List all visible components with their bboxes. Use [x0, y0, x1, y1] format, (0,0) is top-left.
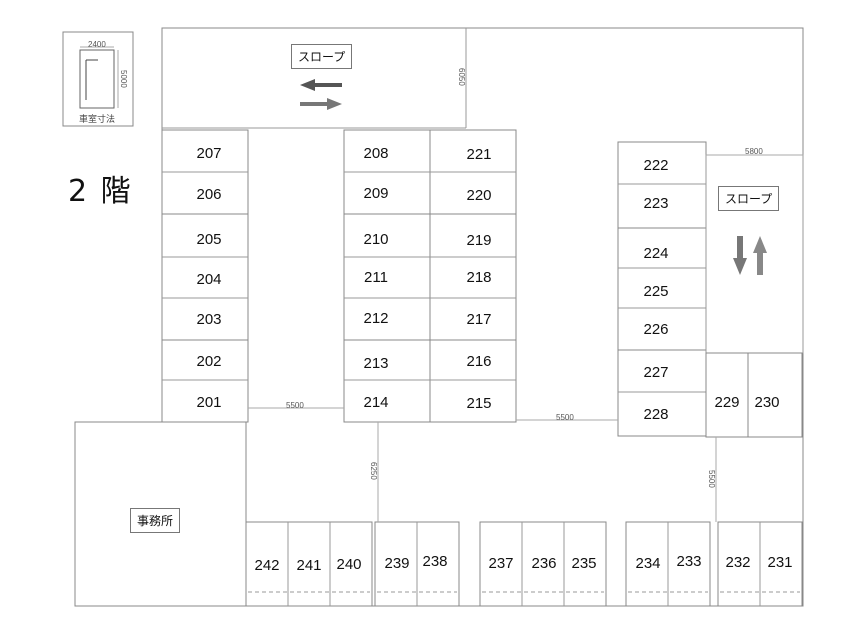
- dim-aisle-mid: 5500: [556, 413, 574, 422]
- slot-220: 220: [466, 187, 492, 204]
- dim-aisle-right-vertical: 5500: [707, 470, 716, 488]
- arrow-down-icon: [733, 236, 747, 275]
- slot-201: 201: [196, 394, 222, 411]
- slot-218: 218: [466, 269, 492, 286]
- office-area: [74, 421, 247, 607]
- slot-210: 210: [363, 231, 389, 248]
- slot-235: 235: [571, 555, 597, 572]
- slot-231: 231: [767, 554, 793, 571]
- slot-237: 237: [488, 555, 514, 572]
- slot-225: 225: [643, 283, 669, 300]
- arrow-up-icon: [753, 236, 767, 275]
- slot-203: 203: [196, 311, 222, 328]
- dim-top-gap: 6050: [457, 68, 466, 86]
- legend-frame: [62, 31, 134, 127]
- dim-aisle-vertical: 6250: [369, 462, 378, 480]
- slot-208: 208: [363, 145, 389, 162]
- slot-236: 236: [531, 555, 557, 572]
- slot-223: 223: [643, 195, 669, 212]
- floor-title: 2 階: [68, 174, 133, 209]
- arrow-right-icon: [300, 98, 342, 110]
- slot-239: 239: [384, 555, 410, 572]
- slope-label-top: スロープ: [291, 44, 353, 69]
- slot-228: 228: [643, 406, 669, 423]
- slot-213: 213: [363, 355, 389, 372]
- slot-229: 229: [714, 394, 740, 411]
- slot-241: 241: [296, 557, 322, 574]
- slot-242: 242: [254, 557, 280, 574]
- legend-caption: 車室寸法: [79, 114, 116, 124]
- slot-205: 205: [196, 231, 222, 248]
- slot-211: 211: [364, 269, 388, 286]
- slot-206: 206: [196, 186, 222, 203]
- slot-234: 234: [635, 555, 661, 572]
- slot-215: 215: [466, 395, 492, 412]
- slot-240: 240: [336, 556, 362, 573]
- slot-230: 230: [754, 394, 780, 411]
- slot-224: 224: [643, 245, 669, 262]
- slot-212: 212: [363, 310, 389, 327]
- slot-227: 227: [643, 364, 669, 381]
- dim-right-top: 5800: [745, 147, 763, 156]
- slot-202: 202: [196, 353, 222, 370]
- slot-232: 232: [725, 554, 751, 571]
- slot-222: 222: [643, 157, 669, 174]
- legend-width-dim: 2400: [88, 40, 106, 49]
- arrow-left-icon: [300, 79, 342, 91]
- legend-car-slot: [79, 49, 115, 109]
- slot-233: 233: [676, 553, 702, 570]
- slot-216: 216: [466, 353, 492, 370]
- slot-207: 207: [196, 145, 222, 162]
- slot-226: 226: [643, 321, 669, 338]
- slope-label-right: スロープ: [718, 186, 780, 211]
- slot-238: 238: [422, 553, 448, 570]
- slot-219: 219: [466, 232, 492, 249]
- slot-217: 217: [466, 311, 492, 328]
- slot-221: 221: [466, 146, 492, 163]
- slot-209: 209: [363, 185, 389, 202]
- slot-214: 214: [363, 394, 389, 411]
- office-label: 事務所: [130, 508, 181, 533]
- slot-204: 204: [196, 271, 222, 288]
- legend-length-dim: 5000: [119, 70, 128, 88]
- dim-aisle-left: 5500: [286, 401, 304, 410]
